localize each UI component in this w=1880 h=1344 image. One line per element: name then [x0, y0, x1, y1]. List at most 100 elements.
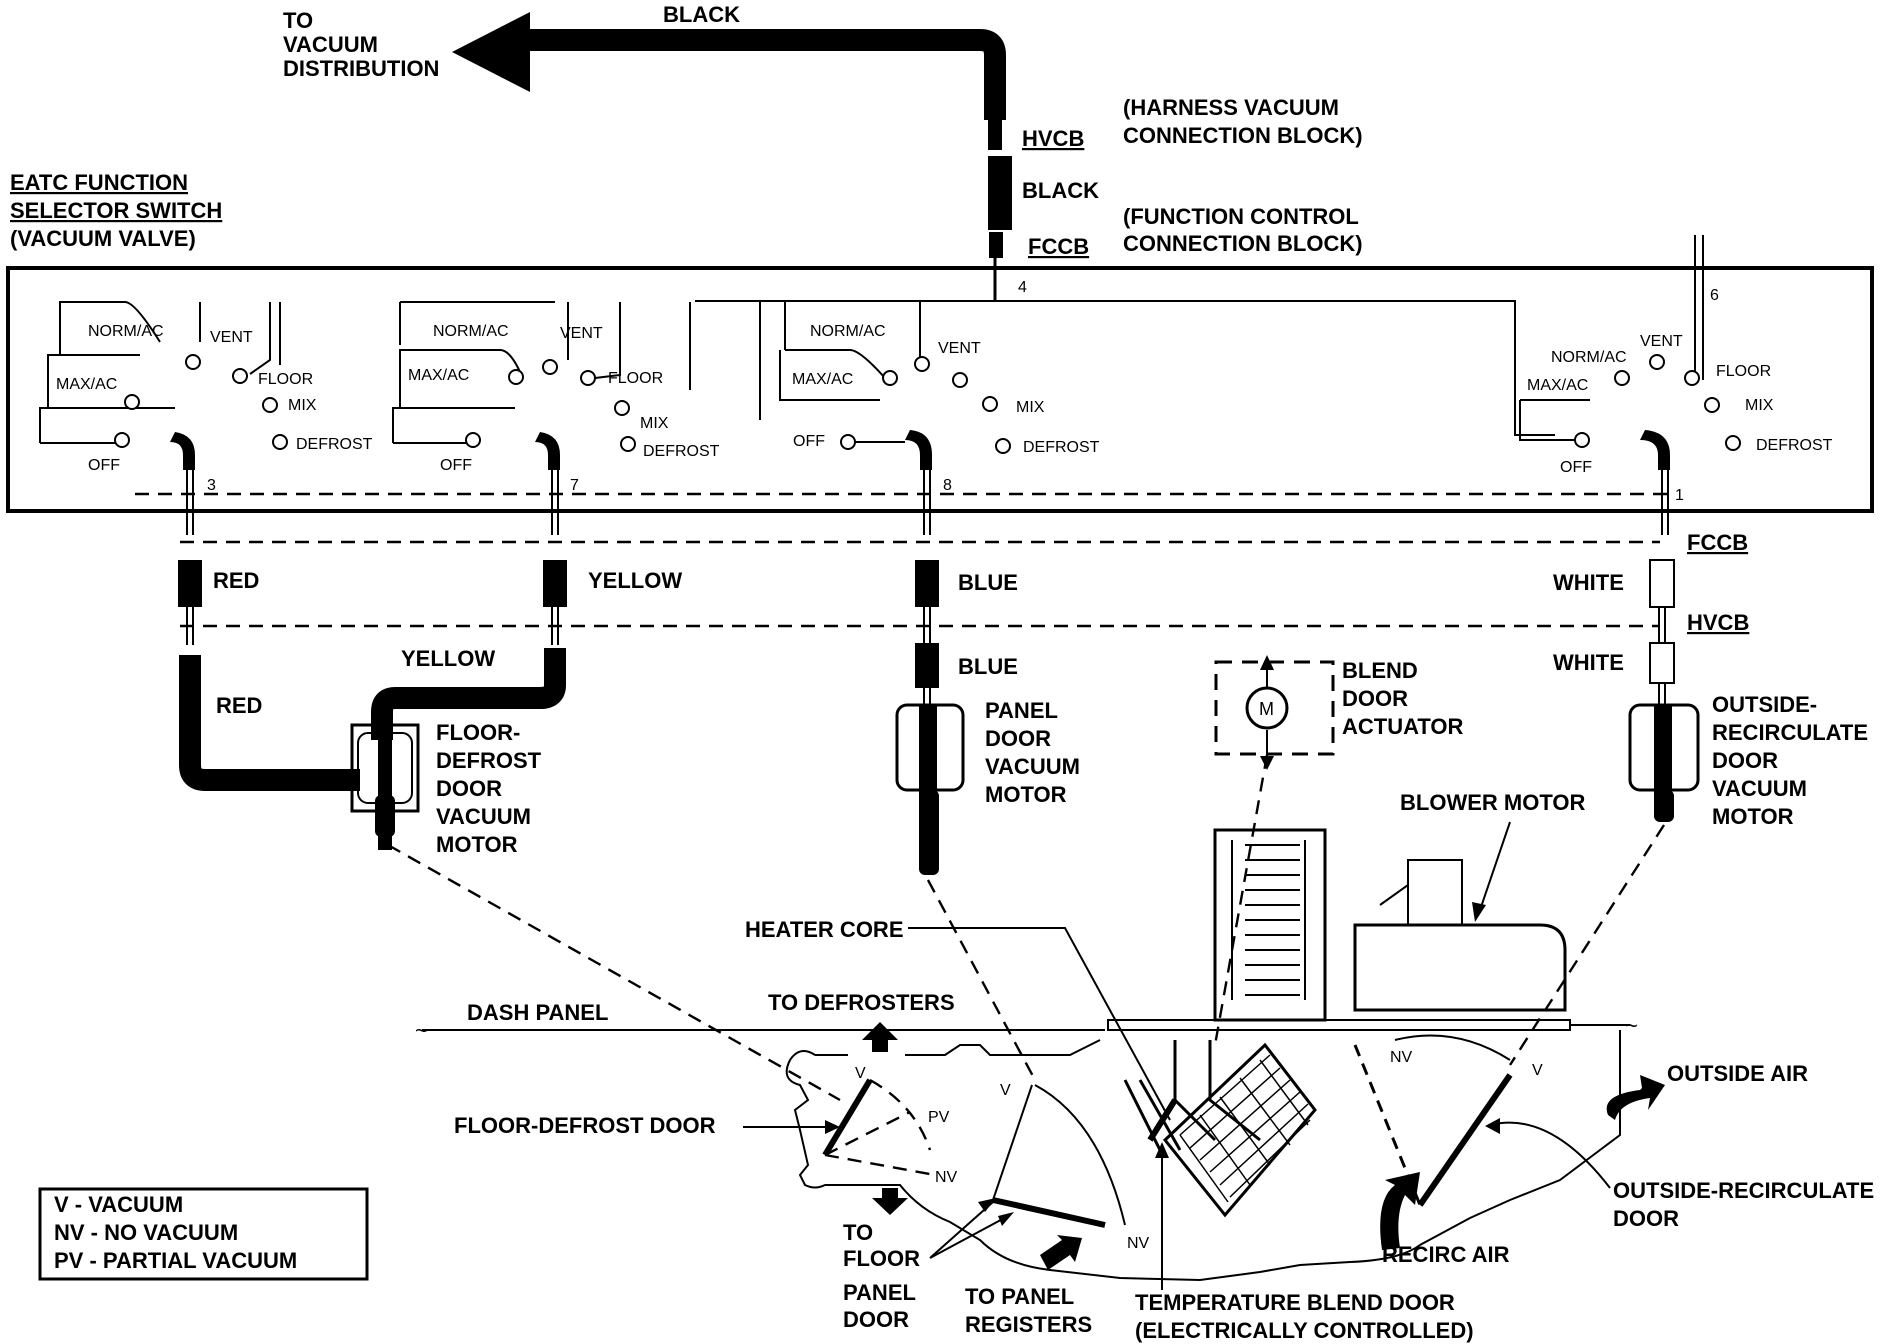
svg-text:BLEND: BLEND	[1342, 658, 1418, 683]
svg-text:7: 7	[570, 477, 579, 494]
svg-text:PV - PARTIAL VACUUM: PV - PARTIAL VACUUM	[54, 1248, 297, 1273]
black-hose-label-top: BLACK	[663, 2, 740, 27]
svg-text:PANEL: PANEL	[843, 1280, 916, 1305]
outside-air-arrow	[1606, 1075, 1665, 1120]
panel-door-label: PANEL DOOR	[843, 1280, 916, 1332]
svg-text:MIX: MIX	[1745, 397, 1774, 414]
floor-defrost-vacuum-motor	[350, 723, 420, 850]
black-hose-label-mid: BLACK	[1022, 178, 1099, 203]
svg-text:PV: PV	[928, 1109, 950, 1126]
svg-text:VENT: VENT	[560, 325, 603, 342]
to-defrosters-arrow	[862, 1022, 898, 1052]
svg-text:CONNECTION BLOCK): CONNECTION BLOCK)	[1123, 123, 1363, 148]
blower-motor-leader	[1479, 821, 1511, 911]
temp-blend-door	[1123, 1040, 1261, 1151]
svg-text:MOTOR: MOTOR	[436, 832, 518, 857]
to-vacuum-label: TO VACUUM DISTRIBUTION	[283, 8, 439, 81]
svg-text:OFF: OFF	[1560, 459, 1592, 476]
switch-section-1: NORM/AC MAX/AC VENT FLOOR MIX DEFROST OF…	[39, 301, 373, 535]
fccb-label-top: FCCB	[1028, 234, 1089, 259]
blower-motor-label: BLOWER MOTOR	[1400, 790, 1585, 815]
fccb-label: FCCB	[1687, 530, 1748, 555]
svg-text:OFF: OFF	[88, 457, 120, 474]
floor-defrost-motor-label: FLOOR- DEFROST DOOR VACUUM MOTOR	[436, 720, 542, 857]
outside-air-label: OUTSIDE AIR	[1667, 1061, 1808, 1086]
svg-text:VACUUM: VACUUM	[283, 32, 378, 57]
to-panel-registers-label: TO PANEL REGISTERS	[965, 1284, 1092, 1337]
svg-text:OUTSIDE-: OUTSIDE-	[1712, 692, 1817, 717]
svg-text:MAX/AC: MAX/AC	[792, 371, 853, 388]
svg-text:VACUUM: VACUUM	[985, 754, 1080, 779]
svg-text:NORM/AC: NORM/AC	[1551, 349, 1627, 366]
svg-text:REGISTERS: REGISTERS	[965, 1312, 1092, 1337]
svg-text:ACTUATOR: ACTUATOR	[1342, 714, 1464, 739]
svg-text:NORM/AC: NORM/AC	[433, 323, 509, 340]
dash-panel-line	[422, 1019, 1630, 1031]
panel-door-motor-label: PANEL DOOR VACUUM MOTOR	[985, 698, 1080, 807]
floor-defrost-linkage	[387, 843, 841, 1102]
svg-text:DEFROST: DEFROST	[436, 748, 542, 773]
svg-text:SELECTOR SWITCH: SELECTOR SWITCH	[10, 198, 222, 223]
recirc-air-arrow	[1380, 1172, 1420, 1250]
blue-label-upper: BLUE	[958, 570, 1018, 595]
svg-text:MOTOR: MOTOR	[1712, 804, 1794, 829]
svg-text:MIX: MIX	[288, 397, 317, 414]
svg-text:V: V	[1000, 1082, 1011, 1099]
svg-text:FLOOR: FLOOR	[1716, 363, 1771, 380]
svg-text:4: 4	[1018, 279, 1027, 296]
to-panel-registers-arrow	[1040, 1235, 1082, 1270]
yellow-hose	[371, 560, 567, 740]
heater-core-label: HEATER CORE	[745, 917, 904, 942]
svg-text:OFF: OFF	[793, 433, 825, 450]
floor-defrost-door-label: FLOOR-DEFROST DOOR	[454, 1113, 716, 1138]
main-supply-hose	[988, 118, 1012, 300]
svg-text:V: V	[1532, 1062, 1543, 1079]
switch-section-4: NORM/AC MAX/AC VENT FLOOR MIX DEFROST OF…	[1519, 333, 1833, 535]
svg-text:V: V	[855, 1065, 866, 1082]
outside-recirc-door: NV V	[1353, 1034, 1543, 1207]
svg-text:DOOR: DOOR	[985, 726, 1051, 751]
svg-text:M: M	[1259, 699, 1274, 719]
svg-text:RECIRCULATE: RECIRCULATE	[1712, 720, 1868, 745]
svg-text:DOOR: DOOR	[1613, 1206, 1679, 1231]
svg-text:~: ~	[1625, 1013, 1638, 1038]
svg-text:1: 1	[1675, 487, 1684, 504]
svg-text:FLOOR: FLOOR	[843, 1246, 920, 1271]
svg-text:NV: NV	[1127, 1235, 1150, 1252]
outside-recirc-linkage	[1508, 824, 1666, 1066]
svg-text:OFF: OFF	[440, 457, 472, 474]
to-defrosters-label: TO DEFROSTERS	[768, 990, 955, 1015]
red-label-upper: RED	[213, 568, 259, 593]
switch-manifold-line	[695, 295, 1555, 436]
svg-text:6: 6	[1710, 287, 1719, 304]
yellow-label-lower: YELLOW	[401, 646, 495, 671]
white-label-upper: WHITE	[1553, 570, 1624, 595]
to-floor-label: TO FLOOR	[843, 1220, 920, 1271]
to-floor-arrow	[872, 1188, 908, 1215]
harness-block-label: (HARNESS VACUUM CONNECTION BLOCK)	[1123, 95, 1363, 148]
floor-defrost-door: V PV NV	[822, 1065, 958, 1186]
blue-label-lower: BLUE	[958, 654, 1018, 679]
recirc-air-label: RECIRC AIR	[1382, 1242, 1510, 1267]
svg-text:TO PANEL: TO PANEL	[965, 1284, 1074, 1309]
temp-blend-door-label: TEMPERATURE BLEND DOOR (ELECTRICALLY CON…	[1135, 1290, 1474, 1343]
svg-text:VENT: VENT	[1640, 333, 1683, 350]
svg-text:NORM/AC: NORM/AC	[88, 323, 164, 340]
to-vacuum-distribution-arrow	[452, 12, 1006, 120]
svg-text:DISTRIBUTION: DISTRIBUTION	[283, 56, 439, 81]
outside-recirc-vacuum-motor	[1628, 703, 1700, 822]
switch-section-3: NORM/AC MAX/AC VENT MIX DEFROST OFF 8	[779, 302, 1100, 535]
svg-text:DOOR: DOOR	[1342, 686, 1408, 711]
yellow-label-upper: YELLOW	[588, 568, 682, 593]
selector-switch-box	[6, 266, 1874, 513]
svg-text:VENT: VENT	[938, 340, 981, 357]
svg-text:3: 3	[207, 477, 216, 494]
svg-text:(VACUUM VALVE): (VACUUM VALVE)	[10, 226, 196, 251]
svg-text:VACUUM: VACUUM	[436, 804, 531, 829]
red-hose	[178, 560, 360, 791]
svg-text:MAX/AC: MAX/AC	[408, 367, 469, 384]
hvac-case-outline	[785, 1030, 1621, 1282]
function-block-label: (FUNCTION CONTROL CONNECTION BLOCK)	[1123, 204, 1363, 256]
svg-text:DOOR: DOOR	[436, 776, 502, 801]
svg-text:TEMPERATURE BLEND DOOR: TEMPERATURE BLEND DOOR	[1135, 1290, 1455, 1315]
